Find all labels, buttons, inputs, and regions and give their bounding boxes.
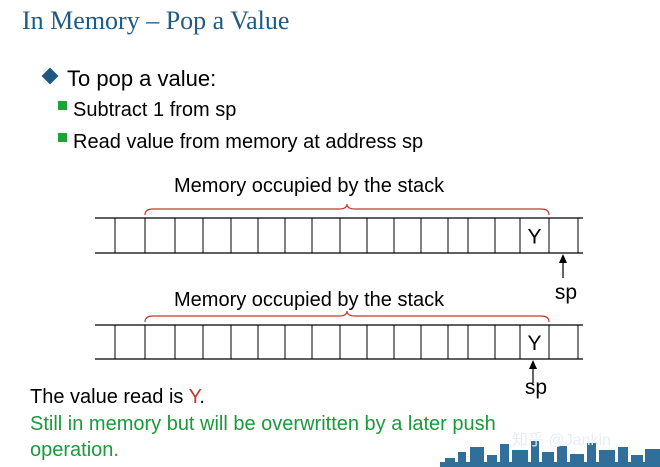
stack-label-bottom: Memory occupied by the stack xyxy=(174,289,445,311)
sp-arrow-head-icon xyxy=(529,360,537,369)
note-overwrite: Still in memory but will be overwritten … xyxy=(30,413,496,461)
main-bullet: To pop a value: xyxy=(41,66,217,92)
cell-value: Y xyxy=(527,332,541,355)
sp-label: sp xyxy=(525,376,547,399)
main-bullet-text: To pop a value: xyxy=(67,66,217,91)
square-bullet-icon xyxy=(58,101,67,110)
note-value: Y xyxy=(188,386,200,408)
note-value-read: The value read is Y. xyxy=(30,386,205,409)
note-prefix: The value read is xyxy=(30,386,189,408)
stack-label-top: Memory occupied by the stack xyxy=(174,175,445,197)
skyline-decoration-icon xyxy=(440,441,660,467)
skyline-base xyxy=(440,462,660,467)
memory-diagram-top: Ysp xyxy=(95,203,583,304)
watermark: 知乎 @Jankin xyxy=(512,432,611,449)
slide-title: In Memory – Pop a Value xyxy=(22,6,290,35)
skyline-building xyxy=(487,455,497,467)
stack-bracket xyxy=(144,203,550,216)
skyline-building xyxy=(458,452,466,467)
sub-bullet-2: Read value from memory at address sp xyxy=(58,131,423,154)
sp-arrow-head-icon xyxy=(559,254,567,263)
cell-value: Y xyxy=(527,226,541,249)
skyline-building xyxy=(587,443,596,467)
sub-bullet-text: Subtract 1 from sp xyxy=(73,99,237,121)
sp-label: sp xyxy=(555,281,577,304)
sub-bullet-1: Subtract 1 from sp xyxy=(58,99,236,122)
memory-diagram-bottom: Ysp xyxy=(95,310,583,399)
skyline-building xyxy=(500,444,509,467)
note-suffix: . xyxy=(199,386,205,408)
square-bullet-icon xyxy=(58,133,67,142)
skyline-building xyxy=(618,447,628,467)
skyline-building xyxy=(557,446,567,467)
skyline-building xyxy=(531,441,539,467)
stack-bracket xyxy=(144,310,550,323)
sub-bullet-text: Read value from memory at address sp xyxy=(73,131,424,153)
